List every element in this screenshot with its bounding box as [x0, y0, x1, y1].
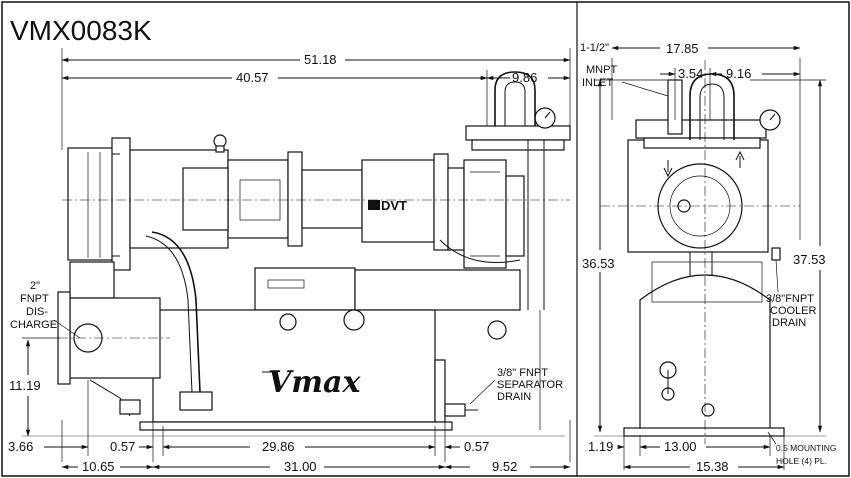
inlet-name: INLET: [582, 77, 613, 89]
dim-inlet-to-side: 9.16: [726, 66, 751, 81]
dim-pump-length: 40.57: [236, 70, 269, 85]
end-dimensions: 17.85 3.54 9.16 36.53 37.53 1.19 13.00 1…: [582, 41, 826, 474]
side-dimensions: 51.18 40.57 9.86 11.19 3.66 0.57 29.86 0…: [8, 48, 571, 474]
dim-side-offset: 9.86: [512, 70, 537, 85]
mount-line-1: 0.5 MOUNTING: [776, 443, 836, 453]
dim-left-bottom: 10.65: [82, 459, 115, 474]
dim-end-base-span: 13.00: [664, 439, 697, 454]
dim-discharge-height: 11.19: [9, 378, 41, 393]
motor-logo: DVT: [381, 198, 407, 213]
dim-overall-length: 51.18: [304, 52, 337, 67]
dim-inlet-offset: 3.54: [678, 66, 703, 81]
model-title: VMX0083K: [10, 15, 152, 46]
dim-right-bottom: 9.52: [492, 459, 517, 474]
dim-end-left-offset: 1.19: [588, 439, 613, 454]
dim-end-width-top: 17.85: [666, 41, 699, 56]
separator-line-2: SEPARATOR: [497, 379, 563, 391]
discharge-label: 2" FNPT DIS- CHARGE: [10, 280, 81, 339]
dim-right-height: 37.53: [793, 252, 826, 267]
separator-line-1: 3/8" FNPT: [497, 367, 548, 379]
cooler-line-1: 3/8"FNPT: [766, 293, 814, 305]
dim-base-left: 3.66: [8, 439, 33, 454]
separator-line-3: DRAIN: [497, 391, 531, 403]
discharge-size: 2": [30, 280, 40, 292]
dim-left-gap: 0.57: [110, 439, 135, 454]
dim-left-height: 36.53: [582, 256, 615, 271]
dim-end-base-width: 15.38: [696, 459, 729, 474]
inlet-type: MNPT: [586, 64, 617, 76]
mounting-hole-label: 0.5 MOUNTING HOLE (4) PL.: [767, 431, 836, 466]
separator-drain-label: 3/8" FNPT SEPARATOR DRAIN: [469, 367, 563, 405]
dim-base-span: 29.86: [262, 439, 295, 454]
end-view: [600, 60, 800, 444]
cooler-drain-label: 3/8"FNPT COOLER DRAIN: [766, 259, 817, 329]
dim-base-length: 31.00: [284, 459, 317, 474]
vmax-brand-logo: Vmax: [268, 365, 361, 400]
discharge-type: FNPT: [20, 293, 49, 305]
discharge-name-1: DIS-: [26, 306, 48, 318]
cooler-line-3: DRAIN: [772, 317, 806, 329]
dim-right-gap: 0.57: [464, 439, 489, 454]
side-view: DVT: [57, 71, 571, 431]
mount-line-2: HOLE (4) PL.: [776, 456, 827, 466]
discharge-name-2: CHARGE: [10, 319, 57, 331]
cooler-line-2: COOLER: [770, 305, 817, 317]
inlet-label: 1-1/2" MNPT INLET: [580, 42, 669, 97]
inlet-size: 1-1/2": [580, 42, 609, 54]
